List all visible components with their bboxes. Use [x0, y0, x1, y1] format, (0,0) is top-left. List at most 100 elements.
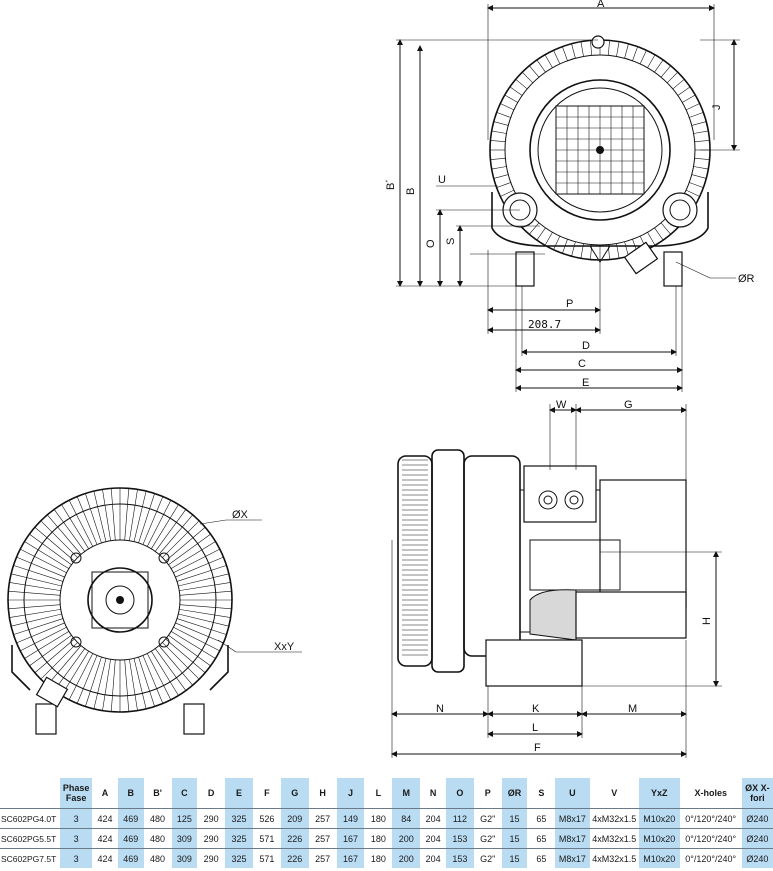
column-header	[0, 778, 60, 809]
side-fins	[402, 459, 428, 656]
table-cell: 257	[315, 833, 331, 844]
column-header: P	[484, 788, 491, 798]
side-view: W G H N K M L F	[391, 399, 722, 758]
table-cell: 204	[425, 853, 441, 864]
table-cell: 571	[259, 853, 275, 864]
dim-n-label: N	[436, 703, 444, 715]
dim-c-label: C	[578, 358, 586, 370]
column-header: Phase Fase	[60, 778, 93, 809]
table-cell: M8x17	[555, 828, 590, 849]
dim-f-label: F	[534, 742, 541, 754]
column-header: F	[264, 788, 270, 798]
table-cell: 571	[259, 833, 275, 844]
column-header: YxZ	[638, 778, 680, 809]
table-cell: 3	[60, 848, 93, 868]
table-cell: M10x20	[638, 808, 680, 829]
table-cell: 257	[315, 813, 331, 824]
column-header: N	[429, 788, 437, 798]
table-cell: M8x17	[555, 808, 590, 829]
table-cell: 325	[225, 828, 253, 849]
dim-o-label: O	[425, 239, 437, 248]
table-cell: 167	[336, 848, 365, 868]
table-cell: 4xM32x1.5	[592, 813, 637, 824]
column-header: B'	[153, 788, 162, 798]
column-header: U	[555, 778, 590, 809]
table-cell: 226	[280, 848, 309, 868]
dim-w-label: W	[556, 399, 567, 411]
dim-a-label: A	[597, 0, 605, 10]
table-cell: 424	[97, 813, 113, 824]
column-header: H	[319, 788, 326, 798]
table-cell: 290	[203, 813, 219, 824]
table-cell: 65	[536, 833, 547, 844]
dim-g-label: G	[624, 399, 633, 411]
dim-xxy-label: XxY	[274, 641, 295, 653]
column-header: S	[538, 788, 545, 798]
column-header: ØX X-fori	[741, 778, 773, 809]
model-cell: SC602PG5.5T	[1, 833, 57, 844]
table-cell: 200	[392, 848, 421, 868]
table-cell: G2"	[480, 813, 496, 824]
table-cell: 309	[171, 828, 198, 849]
table-cell: 309	[171, 848, 198, 868]
column-header: V	[611, 788, 618, 798]
table-cell: 469	[117, 828, 144, 849]
dim-m-label: M	[628, 703, 637, 715]
table-cell: 3	[60, 808, 93, 829]
fan-grille	[556, 106, 644, 194]
table-cell: 0°/120°/240°	[685, 833, 737, 844]
rear-view: ØX XxY	[7, 487, 302, 735]
table-cell: 180	[370, 833, 386, 844]
table-cell: G2"	[480, 853, 496, 864]
technical-drawing: A J B´ B U O S ØR P 208.7	[7, 0, 755, 758]
model-cell: SC602PG7.5T	[1, 853, 57, 864]
table-cell: 180	[370, 813, 386, 824]
dim-b-label: B	[405, 188, 417, 195]
table-cell: 290	[203, 853, 219, 864]
table-cell: Ø240	[741, 808, 773, 829]
table-cell: G2"	[480, 833, 496, 844]
rear-cooling-fins	[8, 488, 232, 712]
dim-u-label: U	[438, 174, 446, 186]
dim-k-label: K	[532, 703, 540, 715]
table-cell: 167	[336, 828, 365, 849]
table-cell: 125	[171, 808, 198, 829]
table-cell: 480	[150, 813, 166, 824]
column-header: B	[117, 778, 144, 809]
dim-x-label: ØX	[232, 509, 249, 521]
table-cell: 15	[501, 828, 528, 849]
table-cell: 149	[336, 808, 365, 829]
table-cell: 469	[117, 848, 144, 868]
table-cell: 424	[97, 833, 113, 844]
dim-e-label: E	[582, 377, 589, 389]
table-cell: Ø240	[741, 828, 773, 849]
column-header: J	[336, 778, 365, 809]
table-cell: 180	[370, 853, 386, 864]
dim-b-prime-label: B´	[385, 179, 397, 190]
dim-j-label: J	[711, 105, 723, 111]
table-cell: 65	[536, 813, 547, 824]
table-cell: M8x17	[555, 848, 590, 868]
dim-s-label: S	[445, 238, 457, 245]
column-header: M	[392, 778, 421, 809]
column-header: X-holes	[694, 788, 727, 798]
table-cell: 325	[225, 848, 253, 868]
table-cell: 209	[280, 808, 309, 829]
column-header: ØR	[501, 778, 528, 809]
column-header: E	[225, 778, 253, 809]
table-cell: 4xM32x1.5	[592, 853, 637, 864]
table-cell: 3	[60, 828, 93, 849]
table-cell: 325	[225, 808, 253, 829]
column-header: D	[207, 788, 215, 798]
column-header: O	[445, 778, 474, 809]
table-cell: 112	[445, 808, 474, 829]
table-cell: 469	[117, 808, 144, 829]
table-cell: 65	[536, 853, 547, 864]
column-header: A	[101, 788, 109, 798]
table-cell: 153	[445, 828, 474, 849]
